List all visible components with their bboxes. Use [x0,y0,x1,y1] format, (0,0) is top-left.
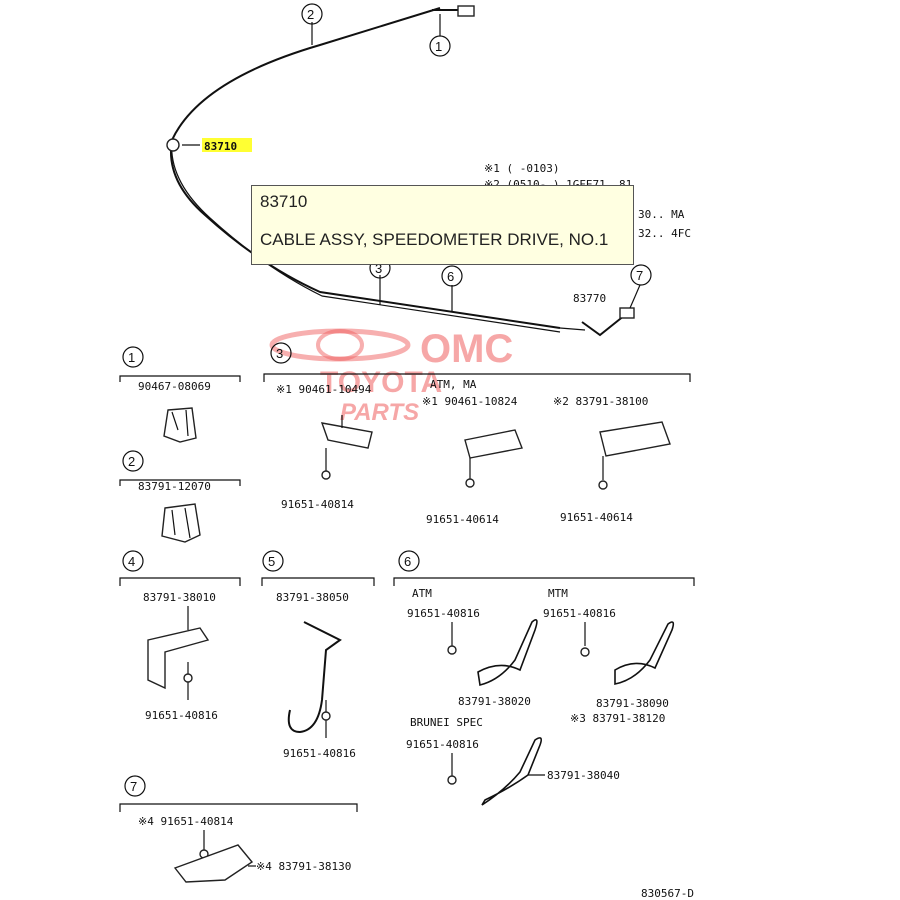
detail-6-atm-part[interactable]: 83791-38020 [458,695,531,708]
bracket-icon [464,429,523,459]
callout-2: 2 [307,7,314,22]
callout-1: 1 [435,39,442,54]
part-83770[interactable]: 83770 [573,292,606,305]
bolt-icon [465,478,475,488]
detail-2: 2 83791-12070 [119,450,241,543]
figure-code: 830567-D [641,887,694,900]
detail-6-mtm-part1[interactable]: 83791-38090 [596,697,669,710]
detail-3-col-b-bottom[interactable]: 91651-40614 [426,513,499,526]
detail-6-mtm-head: MTM [548,587,568,600]
watermark: OMC TOYOTA PARTS [269,327,513,426]
bracket-icon [320,422,373,449]
detail-5-top[interactable]: 83791-38050 [276,591,349,604]
detail-6-brunei-head: BRUNEI SPEC [410,716,483,729]
detail-2-number: 2 [128,454,135,469]
detail-7-top[interactable]: ※4 91651-40814 [138,815,234,828]
note-1: ※1 ( -0103) [484,162,559,175]
detail-6-atm-head: ATM [412,587,432,600]
detail-3-col-b-head: ATM, MA [430,378,477,391]
bolt-icon [447,645,457,655]
detail-7-number: 7 [130,779,137,794]
detail-3-col-a-top[interactable]: ※1 90461-10494 [276,383,372,396]
detail-6-brunei-part[interactable]: 83791-38040 [547,769,620,782]
note-3: 30.. MA [638,208,685,221]
detail-3: 3 ※1 90461-10494 91651-40814 ATM, MA ※1 … [263,342,691,526]
highlighted-part-number[interactable]: 83710 [204,140,237,153]
detail-4: 4 83791-38010 91651-40816 [119,550,241,722]
detail-3-number: 3 [276,346,283,361]
detail-1: 1 90467-08069 [119,346,241,443]
tooltip-part-name: CABLE ASSY, SPEEDOMETER DRIVE, NO.1 [260,230,609,249]
clip-wire-icon [614,621,675,685]
callout-6: 6 [447,269,454,284]
note-4: 32.. 4FC [638,227,691,240]
bolt-icon [183,673,193,683]
clip-wire-icon [477,619,538,686]
clamp-icon [161,503,201,543]
detail-7: 7 ※4 91651-40814 ※4 83791-38130 [119,775,358,883]
detail-1-number: 1 [128,350,135,365]
bolt-icon [321,470,331,480]
detail-6: 6 ATM 91651-40816 83791-38020 MTM 91651-… [393,550,695,806]
detail-6-mtm-bolt[interactable]: 91651-40816 [543,607,616,620]
brand-logo-icon [269,328,411,362]
clip-wire-icon [287,621,342,734]
grommet-icon [166,138,180,152]
detail-5-number: 5 [268,554,275,569]
clip-wire-icon [481,737,542,806]
clamp-icon [163,407,197,443]
detail-6-mtm-part2[interactable]: ※3 83791-38120 [570,712,665,725]
detail-4-bottom[interactable]: 91651-40816 [145,709,218,722]
detail-7-part[interactable]: ※4 83791-38130 [256,860,351,873]
bolt-icon [447,775,457,785]
part-tooltip: 83710 CABLE ASSY, SPEEDOMETER DRIVE, NO.… [251,185,634,265]
highlight-marker [202,138,252,152]
bolt-icon [598,480,608,490]
detail-2-part[interactable]: 83791-12070 [138,480,211,493]
callout-7: 7 [636,268,643,283]
detail-6-atm-bolt[interactable]: 91651-40816 [407,607,480,620]
detail-3-col-b-top[interactable]: ※1 90461-10824 [422,395,518,408]
bracket-icon [147,627,210,690]
main-cable-assembly: 2 1 83710 ※1 ( -0103) ※2 (0510- ) 1GFE71… [166,3,691,337]
watermark-line1: OMC [420,327,513,371]
detail-4-top[interactable]: 83791-38010 [143,591,216,604]
bolt-icon [321,711,331,721]
detail-1-part[interactable]: 90467-08069 [138,380,211,393]
detail-3-col-c-bottom[interactable]: 91651-40614 [560,511,633,524]
watermark-line3: PARTS [340,399,419,426]
bracket-icon [599,421,671,457]
bracket-icon [173,844,254,883]
detail-6-number: 6 [404,554,411,569]
watermark-line2: TOYOTA [320,366,442,399]
detail-6-brunei-bolt[interactable]: 91651-40816 [406,738,479,751]
tooltip-part-code: 83710 [260,192,308,211]
detail-4-number: 4 [128,554,135,569]
detail-3-col-c-top[interactable]: ※2 83791-38100 [553,395,648,408]
bolt-icon [580,647,590,657]
callout-3: 3 [375,261,382,276]
detail-5-bottom[interactable]: 91651-40816 [283,747,356,760]
detail-5: 5 83791-38050 91651-40816 [261,550,375,760]
callout-2-circle [301,3,323,25]
detail-3-col-a-bottom[interactable]: 91651-40814 [281,498,354,511]
